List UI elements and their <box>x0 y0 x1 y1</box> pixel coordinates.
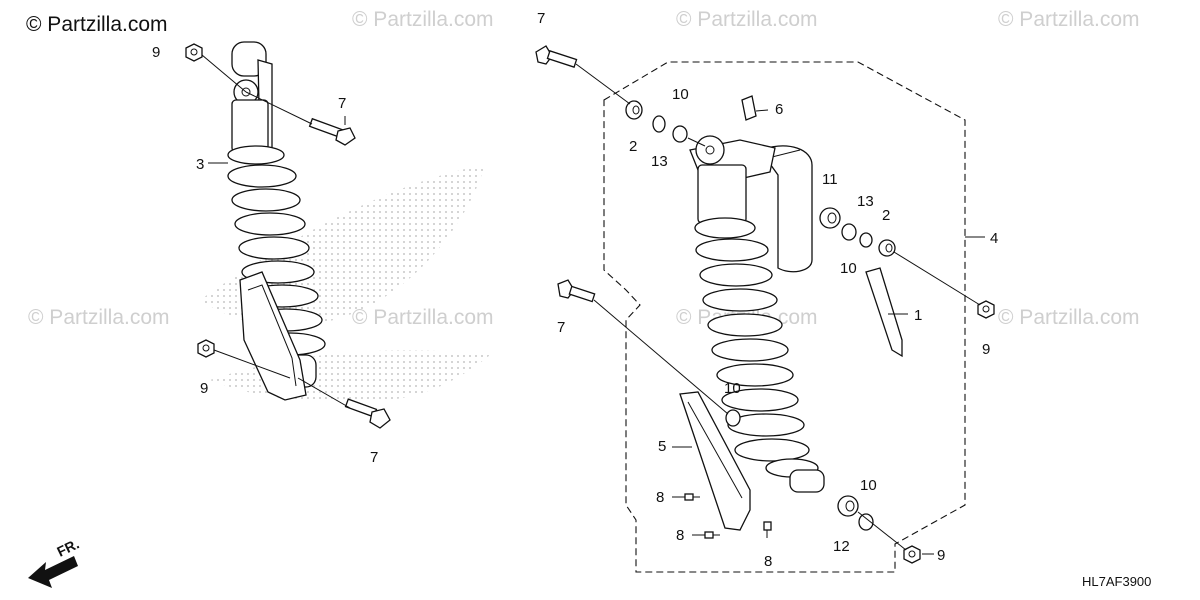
callout-1[interactable]: 1 <box>914 307 922 324</box>
callout-10[interactable]: 10 <box>672 86 689 103</box>
callout-10[interactable]: 10 <box>840 260 857 277</box>
callout-10[interactable]: 10 <box>724 380 741 397</box>
watermark: © Partzilla.com <box>352 8 494 31</box>
front-direction-arrow: FR. <box>28 535 82 588</box>
watermark: © Partzilla.com <box>352 306 494 329</box>
rear-cushion-left-assembly[interactable] <box>227 41 326 401</box>
washer-item-10-mid[interactable] <box>841 223 857 241</box>
upper-mount-eye <box>231 41 267 77</box>
bolt-item-7-lower-left[interactable] <box>344 398 391 429</box>
callout-2[interactable]: 2 <box>629 138 637 155</box>
spring-guard <box>239 271 307 401</box>
callout-7[interactable]: 7 <box>557 319 565 336</box>
guard-item-1[interactable] <box>865 267 903 358</box>
guard-edge <box>247 284 297 387</box>
callout-9[interactable]: 9 <box>937 547 945 564</box>
callout-3[interactable]: 3 <box>196 156 204 173</box>
mount-hole <box>705 145 715 155</box>
nut-item-9-mid[interactable] <box>977 300 995 319</box>
washer-item-10-top[interactable] <box>672 125 688 143</box>
bushing-item-2-top[interactable] <box>625 100 643 120</box>
guard-item-5[interactable] <box>679 391 751 531</box>
callout-8[interactable]: 8 <box>656 489 664 506</box>
damper-body <box>231 99 269 153</box>
watermark: © Partzilla.com <box>28 306 170 329</box>
callout-8[interactable]: 8 <box>764 553 772 570</box>
screw-item-8-b[interactable] <box>704 531 720 539</box>
callout-9[interactable]: 9 <box>200 380 208 397</box>
upper-mount-bushing <box>695 135 725 165</box>
guard-edge <box>687 401 743 499</box>
callout-12[interactable]: 12 <box>833 538 850 555</box>
callout-7[interactable]: 7 <box>537 10 545 27</box>
leader-lines-right <box>575 63 985 555</box>
diagram-code: HL7AF3900 <box>1082 574 1151 589</box>
reservoir-body <box>758 145 813 273</box>
callout-11[interactable]: 11 <box>822 171 838 188</box>
bushing-item-11[interactable] <box>819 207 841 229</box>
nut-item-9-upper-left[interactable] <box>185 43 203 62</box>
bushing-item-12[interactable] <box>837 495 859 517</box>
bolt-item-7-top[interactable] <box>535 45 578 68</box>
callout-4[interactable]: 4 <box>990 230 998 247</box>
lower-mount-eye <box>789 469 825 493</box>
spring-seat <box>694 217 756 239</box>
callout-13[interactable]: 13 <box>857 193 874 210</box>
callout-8[interactable]: 8 <box>676 527 684 544</box>
screw-item-8-c[interactable] <box>763 521 772 538</box>
leader-lines-left <box>201 54 351 409</box>
callout-13[interactable]: 13 <box>651 153 668 170</box>
rear-cushion-right-assembly[interactable] <box>689 135 825 493</box>
callout-10[interactable]: 10 <box>860 477 877 494</box>
callout-6[interactable]: 6 <box>775 101 783 118</box>
washer-item-10-bottom[interactable] <box>858 513 874 531</box>
washer-item-10-low[interactable] <box>725 409 741 427</box>
watermark: © Partzilla.com <box>676 8 818 31</box>
callout-7[interactable]: 7 <box>338 95 346 112</box>
washer-item-13-mid[interactable] <box>859 232 873 248</box>
damper-body <box>697 164 747 224</box>
callout-9[interactable]: 9 <box>982 341 990 358</box>
arrow-icon <box>28 556 78 588</box>
mount-hole <box>241 87 251 97</box>
direction-label: FR. <box>54 535 81 559</box>
callout-5[interactable]: 5 <box>658 438 666 455</box>
watermark: © Partzilla.com <box>998 8 1140 31</box>
screw-item-8-a[interactable] <box>684 493 700 501</box>
washer-item-13-top[interactable] <box>652 115 666 133</box>
bushing-item-2-mid[interactable] <box>878 239 896 257</box>
bolt-item-7-mid[interactable] <box>557 279 596 303</box>
bolt-item-7-upper-left[interactable] <box>308 117 356 146</box>
assembly-boundary <box>603 61 966 573</box>
callout-7[interactable]: 7 <box>370 449 378 466</box>
brand-logo: © Partzilla.com <box>26 13 168 36</box>
coil-spring <box>695 238 810 462</box>
spring-seat <box>227 145 285 165</box>
nut-item-9-lower-left[interactable] <box>197 339 215 358</box>
caution-label-item-6[interactable] <box>741 95 757 121</box>
callout-2[interactable]: 2 <box>882 207 890 224</box>
nut-item-9-bottom[interactable] <box>903 545 921 564</box>
watermark: © Partzilla.com <box>998 306 1140 329</box>
callout-9[interactable]: 9 <box>152 44 160 61</box>
